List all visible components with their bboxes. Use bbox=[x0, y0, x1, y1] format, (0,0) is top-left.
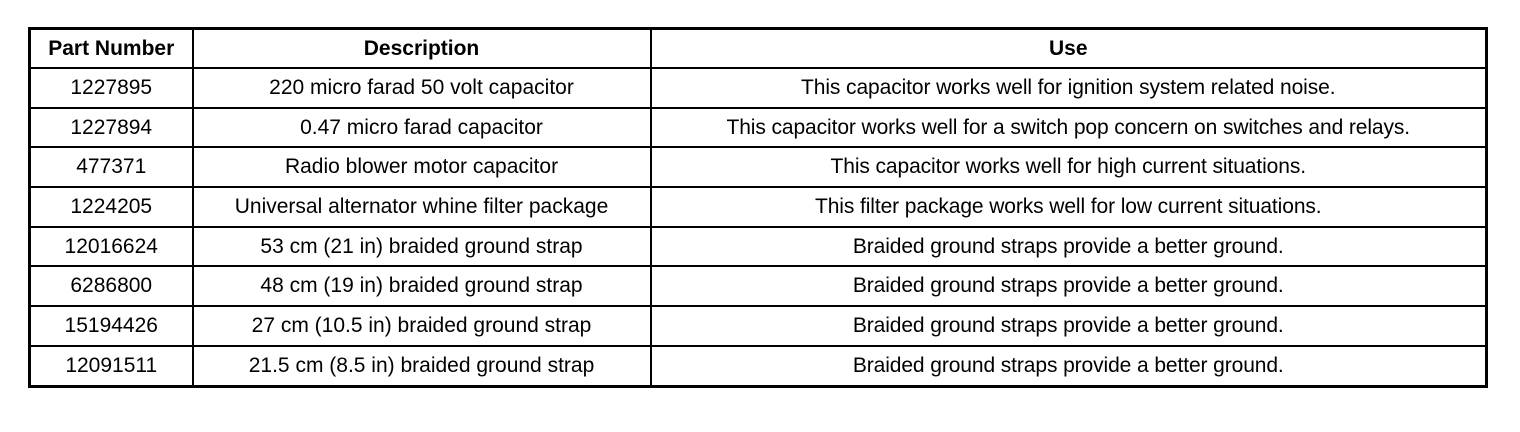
use-cell: This capacitor works well for a switch p… bbox=[649, 106, 1488, 149]
use-cell: Braided ground straps provide a better g… bbox=[649, 305, 1488, 347]
header-description: Description bbox=[191, 27, 652, 69]
use-cell: Braided ground straps provide a better g… bbox=[649, 225, 1488, 268]
part-number-cell: 12016624 bbox=[28, 225, 194, 268]
description-cell: 21.5 cm (8.5 in) braided ground strap bbox=[191, 344, 652, 388]
part-number-cell: 477371 bbox=[28, 146, 194, 189]
description-cell: 0.47 micro farad capacitor bbox=[191, 106, 652, 149]
part-number-cell: 12091511 bbox=[28, 344, 194, 388]
part-number-cell: 1227895 bbox=[28, 67, 194, 109]
description-cell: 220 micro farad 50 volt capacitor bbox=[191, 67, 652, 109]
use-cell: This capacitor works well for high curre… bbox=[649, 146, 1488, 189]
table-row: 6286800 48 cm (19 in) braided ground str… bbox=[28, 265, 1488, 308]
parts-table: Part Number Description Use 1227895 220 … bbox=[28, 27, 1488, 388]
use-cell: This capacitor works well for ignition s… bbox=[649, 67, 1488, 109]
part-number-cell: 1224205 bbox=[28, 186, 194, 228]
description-cell: 27 cm (10.5 in) braided ground strap bbox=[191, 305, 652, 347]
header-row: Part Number Description Use bbox=[28, 27, 1488, 69]
table-row: 15194426 27 cm (10.5 in) braided ground … bbox=[28, 305, 1488, 347]
part-number-cell: 1227894 bbox=[28, 106, 194, 149]
table-row: 12091511 21.5 cm (8.5 in) braided ground… bbox=[28, 344, 1488, 388]
table-row: 1227894 0.47 micro farad capacitor This … bbox=[28, 106, 1488, 149]
use-cell: Braided ground straps provide a better g… bbox=[649, 265, 1488, 308]
part-number-cell: 6286800 bbox=[28, 265, 194, 308]
description-cell: 53 cm (21 in) braided ground strap bbox=[191, 225, 652, 268]
use-cell: Braided ground straps provide a better g… bbox=[649, 344, 1488, 388]
header-part-number: Part Number bbox=[28, 27, 194, 69]
description-cell: Universal alternator whine filter packag… bbox=[191, 186, 652, 228]
table-row: 12016624 53 cm (21 in) braided ground st… bbox=[28, 225, 1488, 268]
description-cell: 48 cm (19 in) braided ground strap bbox=[191, 265, 652, 308]
part-number-cell: 15194426 bbox=[28, 305, 194, 347]
table-row: 1224205 Universal alternator whine filte… bbox=[28, 186, 1488, 228]
description-cell: Radio blower motor capacitor bbox=[191, 146, 652, 189]
header-use: Use bbox=[649, 27, 1488, 69]
table-row: 1227895 220 micro farad 50 volt capacito… bbox=[28, 67, 1488, 109]
table-row: 477371 Radio blower motor capacitor This… bbox=[28, 146, 1488, 189]
use-cell: This filter package works well for low c… bbox=[649, 186, 1488, 228]
